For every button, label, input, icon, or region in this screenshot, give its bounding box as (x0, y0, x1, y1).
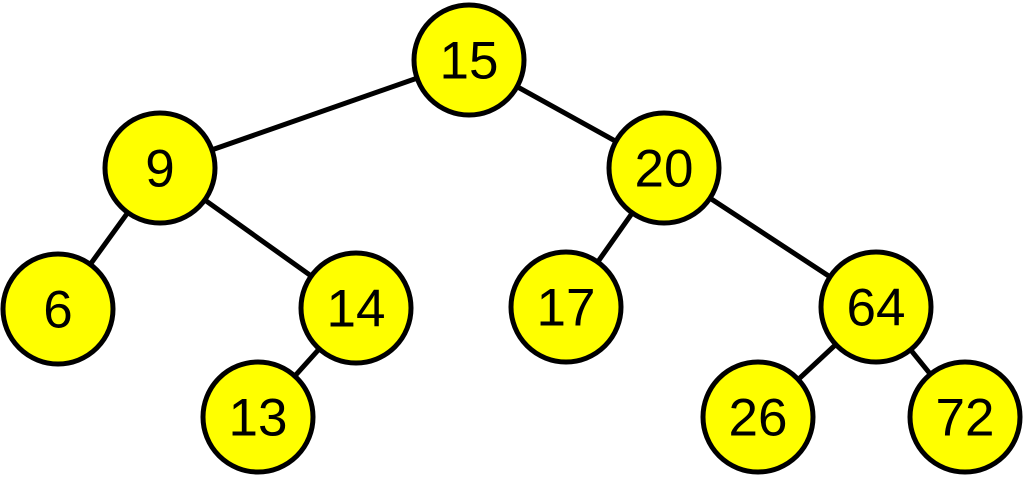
node-label: 20 (635, 140, 694, 199)
node-circle (411, 2, 527, 118)
node-label: 6 (43, 281, 72, 340)
tree-node-72: 72 (907, 359, 1023, 475)
node-circle (200, 359, 316, 475)
node-label: 17 (537, 279, 596, 338)
tree-node-20: 20 (606, 110, 722, 226)
tree-node-64: 64 (818, 249, 934, 365)
node-label: 72 (936, 389, 995, 448)
node-circle (606, 110, 722, 226)
tree-node-26: 26 (700, 359, 816, 475)
node-label: 13 (229, 389, 288, 448)
node-circle (102, 110, 218, 226)
node-label: 15 (440, 32, 499, 91)
tree-node-17: 17 (508, 249, 624, 365)
tree-node-9: 9 (102, 110, 218, 226)
tree-node-6: 6 (0, 251, 116, 367)
node-circle (0, 251, 116, 367)
node-circle (700, 359, 816, 475)
node-label: 9 (145, 140, 174, 199)
node-label: 14 (327, 280, 386, 339)
node-circle (907, 359, 1023, 475)
node-circle (508, 249, 624, 365)
node-circle (298, 250, 414, 366)
tree-node-14: 14 (298, 250, 414, 366)
tree-node-15: 15 (411, 2, 527, 118)
node-label: 64 (847, 279, 906, 338)
tree-node-13: 13 (200, 359, 316, 475)
node-circle (818, 249, 934, 365)
node-label: 26 (729, 389, 788, 448)
